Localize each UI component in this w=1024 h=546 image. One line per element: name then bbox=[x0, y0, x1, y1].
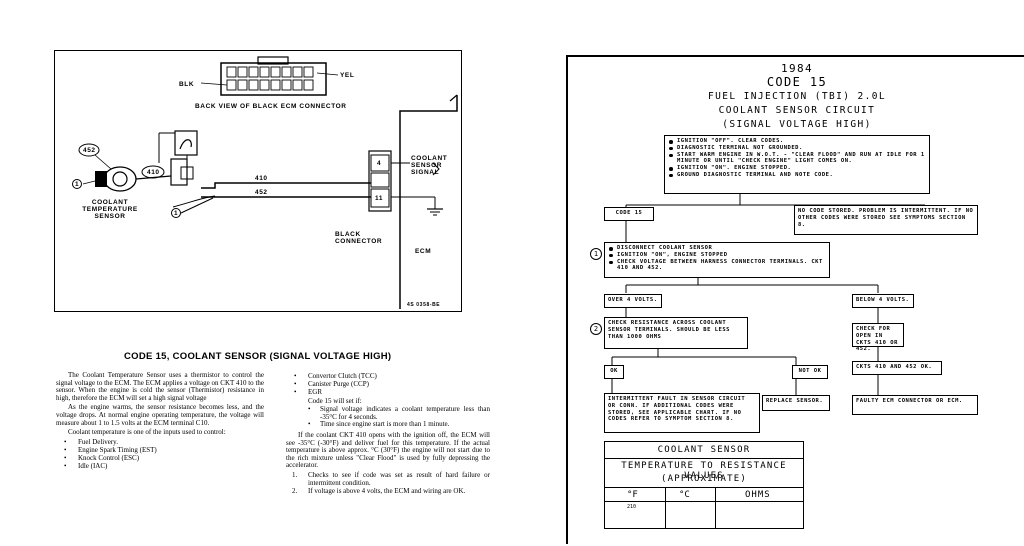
text-column-1: The Coolant Temperature Sensor uses a th… bbox=[56, 371, 264, 472]
chart-code: CODE 15 bbox=[766, 75, 828, 89]
replace-sensor-box: REPLACE SENSOR. bbox=[762, 395, 830, 411]
list-item: Fuel Delivery. bbox=[56, 438, 264, 447]
step-1-callout-wire: 1 bbox=[174, 210, 179, 217]
signal-label-line: SIGNAL bbox=[411, 169, 440, 176]
sensor-label-line: COOLANT bbox=[91, 199, 129, 206]
list-item: IGNITION "OFF". CLEAR CODES. bbox=[668, 138, 926, 145]
list-item: 1. Checks to see if code was set as resul… bbox=[286, 470, 490, 487]
resistance-table: COOLANT SENSOR TEMPERATURE TO RESISTANCE… bbox=[604, 441, 804, 529]
column-header-c: °C bbox=[679, 490, 690, 500]
table-divider bbox=[605, 458, 803, 459]
step-1-callout: 1 bbox=[75, 181, 80, 188]
terminal-4-label: 4 bbox=[377, 160, 382, 167]
list-item: EGR bbox=[286, 388, 490, 397]
ckts-ok-box: CKTS 410 AND 452 OK. bbox=[852, 361, 942, 375]
table-col-divider bbox=[715, 487, 716, 529]
list-item: Canister Purge (CCP) bbox=[286, 380, 490, 389]
below-4-volts-box: BELOW 4 VOLTS. bbox=[852, 294, 914, 308]
step-number: 1. bbox=[292, 470, 298, 479]
step-text: Checks to see if code was set as result … bbox=[308, 470, 490, 487]
step-text: If voltage is above 4 volts, the ECM and… bbox=[308, 486, 466, 495]
coolant-sensor-signal-label: COOLANT SENSOR SIGNAL bbox=[411, 155, 447, 176]
list-item: Time since engine start is more than 1 m… bbox=[304, 421, 490, 429]
signal-label-line: COOLANT bbox=[411, 155, 448, 162]
wiring-diagram-drawing bbox=[72, 56, 458, 309]
wire-452-label: 452 bbox=[255, 189, 268, 196]
list-item: IGNITION "ON", ENGINE STOPPED bbox=[608, 252, 826, 259]
faulty-ecm-box: FAULTY ECM CONNECTOR OR ECM. bbox=[852, 395, 978, 415]
set-condition-list: Signal voltage indicates a coolant tempe… bbox=[304, 405, 490, 429]
not-ok-box: NOT OK bbox=[792, 365, 828, 379]
wire-410-label: 410 bbox=[255, 175, 268, 182]
table-col-divider bbox=[665, 487, 666, 529]
circuit-410-callout: 410 bbox=[147, 169, 160, 176]
table-title: COOLANT SENSOR bbox=[657, 445, 751, 455]
list-item: DISCONNECT COOLANT SENSOR bbox=[608, 245, 826, 252]
table-divider bbox=[605, 501, 803, 502]
table-divider bbox=[605, 487, 803, 488]
ecm-label: ECM bbox=[415, 248, 432, 255]
column-header-f: °F bbox=[627, 490, 638, 500]
sensor-label-line: TEMPERATURE bbox=[82, 206, 138, 213]
chart-circuit: COOLANT SENSOR CIRCUIT bbox=[718, 105, 876, 116]
check-open-box: CHECK FOR OPEN IN CKTS 410 OR 452. bbox=[852, 323, 904, 352]
start-procedure-box: IGNITION "OFF". CLEAR CODES. DIAGNOSTIC … bbox=[664, 135, 930, 194]
table-approx: (APPROXIMATE) bbox=[660, 474, 748, 484]
paragraph-inputs: Coolant temperature is one of the inputs… bbox=[68, 428, 226, 437]
chart-year: 1984 bbox=[780, 62, 814, 75]
coolant-sensor-label: COOLANT TEMPERATURE SENSOR bbox=[80, 199, 140, 220]
section-title: CODE 15, COOLANT SENSOR (SIGNAL VOLTAGE … bbox=[124, 351, 392, 362]
table-subtitle: TEMPERATURE TO RESISTANCE VALUES bbox=[621, 461, 787, 481]
paragraph-engine-warms: As the engine warms, the sensor resistan… bbox=[56, 403, 264, 427]
list-item: IGNITION "ON". ENGINE STOPPED. bbox=[668, 165, 926, 172]
input-list: Fuel Delivery. Engine Spark Timing (EST)… bbox=[56, 438, 264, 471]
wiring-diagram: BLK YEL BACK VIEW OF BLACK ECM CONNECTOR… bbox=[54, 50, 462, 312]
input-list-continued: Convertor Clutch (TCC) Canister Purge (C… bbox=[286, 372, 490, 397]
signal-label-line: SENSOR bbox=[411, 162, 443, 169]
part-number: 4S 0358-BE bbox=[407, 302, 441, 308]
table-cell: 210 bbox=[627, 504, 637, 510]
terminal-11-label: 11 bbox=[375, 195, 384, 202]
sensor-label-line: SENSOR bbox=[94, 213, 126, 220]
blk-label: BLK bbox=[179, 81, 195, 88]
step-2-box: CHECK RESISTANCE ACROSS COOLANT SENSOR T… bbox=[604, 317, 748, 349]
list-item: Knock Control (ESC) bbox=[56, 455, 264, 463]
list-item: START WARM ENGINE IN W.O.T. - "CLEAR FLO… bbox=[668, 152, 926, 166]
yel-label: YEL bbox=[340, 72, 355, 79]
step-number: 2. bbox=[292, 486, 298, 495]
column-header-ohms: OHMS bbox=[745, 490, 771, 500]
list-item: CHECK VOLTAGE BETWEEN HARNESS CONNECTOR … bbox=[608, 259, 826, 273]
chart-condition: (SIGNAL VOLTAGE HIGH) bbox=[722, 119, 872, 130]
numbered-steps: 1. Checks to see if code was set as resul… bbox=[286, 470, 490, 496]
step-1-box: DISCONNECT COOLANT SENSOR IGNITION "ON",… bbox=[604, 242, 830, 278]
paragraph-open-circuit: If the coolant CKT 410 opens with the ig… bbox=[286, 430, 490, 470]
list-item: DIAGNOSTIC TERMINAL NOT GROUNDED. bbox=[668, 145, 926, 152]
black-connector-label: BLACK CONNECTOR bbox=[335, 231, 382, 245]
set-condition-intro: Code 15 will set if: bbox=[308, 396, 362, 405]
connector-caption: BACK VIEW OF BLACK ECM CONNECTOR bbox=[195, 103, 347, 110]
list-item: Convertor Clutch (TCC) bbox=[286, 372, 490, 381]
list-item: 2. If voltage is above 4 volts, the ECM a… bbox=[286, 486, 490, 496]
over-4-volts-box: OVER 4 VOLTS. bbox=[604, 294, 662, 308]
paragraph-thermistor: The Coolant Temperature Sensor uses a th… bbox=[56, 371, 264, 402]
black-connector-line: CONNECTOR bbox=[335, 238, 383, 245]
code-15-box: CODE 15 bbox=[604, 207, 654, 221]
list-item: Signal voltage indicates a coolant tempe… bbox=[304, 405, 490, 421]
black-connector-line: BLACK bbox=[335, 231, 361, 238]
ok-box: OK bbox=[604, 365, 624, 379]
no-code-box: NO CODE STORED. PROBLEM IS INTERMITTENT.… bbox=[794, 205, 978, 235]
diagnostic-chart-page: 1984 CODE 15 FUEL INJECTION (TBI) 2.0L C… bbox=[566, 55, 1024, 544]
list-item: GROUND DIAGNOSTIC TERMINAL AND NOTE CODE… bbox=[668, 172, 926, 179]
circuit-452-callout: 452 bbox=[83, 147, 96, 154]
text-column-2: Convertor Clutch (TCC) Canister Purge (C… bbox=[286, 372, 490, 496]
list-item: Idle (IAC) bbox=[56, 463, 264, 471]
step-1-marker: 1 bbox=[590, 248, 602, 260]
intermittent-fault-box: INTERMITTENT FAULT IN SENSOR CIRCUIT OR … bbox=[604, 393, 760, 433]
list-item: Engine Spark Timing (EST) bbox=[56, 446, 264, 455]
step-2-marker: 2 bbox=[590, 323, 602, 335]
chart-system: FUEL INJECTION (TBI) 2.0L bbox=[708, 91, 886, 102]
